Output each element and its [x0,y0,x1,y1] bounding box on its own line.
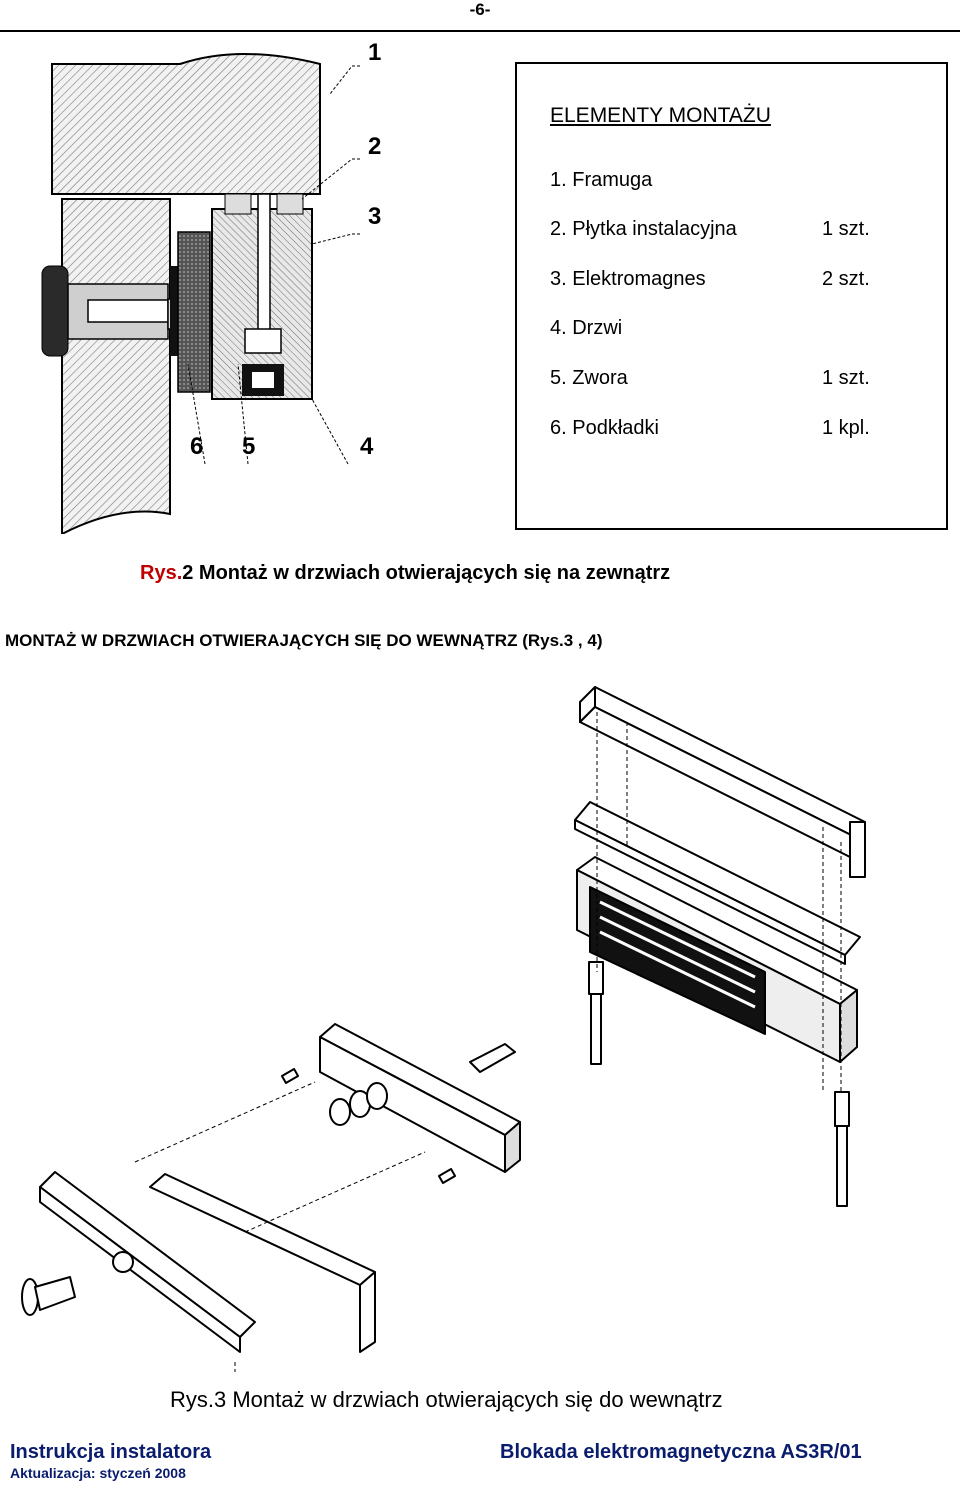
page-number: -6- [469,0,491,19]
legend-item: 2. Płytka instalacyjna 1 szt. [550,218,910,248]
callout-3: 3 [368,203,381,230]
callout-2: 2 [368,133,381,160]
legend-item-name: 2. Płytka instalacyjna [550,218,737,240]
figure2-caption-ref: Rys. [140,562,183,584]
pin [280,1068,300,1084]
legend-item-qty: 1 kpl. [822,417,870,439]
legend-item-qty: 1 szt. [822,367,870,389]
pin [437,1168,457,1184]
washer [329,1098,351,1126]
washer-knob [41,265,69,357]
section-heading: MONTAŻ W DRZWIACH OTWIERAJĄCYCH SIĘ DO W… [5,631,603,650]
callout-6: 6 [190,433,203,460]
cross-section-drawing: 1 2 3 6 5 4 [41,39,381,534]
top-rule [0,30,960,32]
callout-4: 4 [360,433,374,460]
figure2-caption: Rys.2 Montaż w drzwiach otwierających si… [140,562,670,585]
legend-title: ELEMENTY MONTAŻU [550,104,771,127]
exploded-assembly-drawing [21,686,866,1372]
legend-item-qty: 1 szt. [822,218,870,240]
legend-box: ELEMENTY MONTAŻU 1. Framuga 2. Płytka in… [515,62,948,530]
legend-item-qty: 2 szt. [822,268,870,290]
legend-item: 3. Elektromagnes 2 szt. [550,268,910,298]
legend-item: 5. Zwora 1 szt. [550,367,910,397]
armature-section [177,231,211,393]
legend-item-name: 1. Framuga [550,169,653,191]
footer-right: Blokada elektromagnetyczna AS3R/01 [500,1441,862,1463]
legend-item-name: 3. Elektromagnes [550,268,706,290]
legend-item: 6. Podkładki 1 kpl. [550,417,910,447]
l-bracket-top [594,686,866,843]
door-section [61,198,171,534]
legend-item-name: 4. Drzwi [550,317,623,339]
legend-item: 4. Drzwi [550,317,910,347]
mushroom-bolt [21,1278,39,1316]
washers [170,266,178,356]
screw [469,1043,516,1073]
callout-1: 1 [368,39,381,66]
l-bracket-bottom [39,1171,256,1338]
legend-item-name: 5. Zwora [550,367,628,389]
figure3-caption: Rys.3 Montaż w drzwiach otwierających si… [170,1387,723,1412]
frame-section [51,53,321,195]
figure2-caption-text: 2 Montaż w drzwiach otwierających się na… [182,562,671,584]
legend-item: 1. Framuga [550,169,910,199]
footer-left: Instrukcja instalatora [10,1441,212,1463]
washer [366,1082,388,1110]
callout-5: 5 [242,433,255,460]
legend-item-name: 6. Podkładki [550,417,659,439]
footer-date: Aktualizacja: styczeń 2008 [10,1465,186,1481]
